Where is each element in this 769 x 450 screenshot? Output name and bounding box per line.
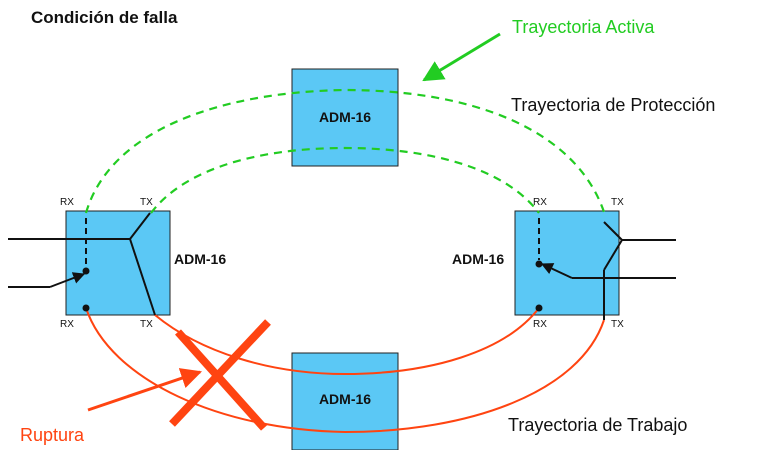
port-right-tx-bottom: TX [611,319,624,330]
break-cross [169,319,271,431]
working-path-label: Trayectoria de Trabajo [508,415,687,435]
port-right-tx-top: TX [611,197,624,208]
active-path-inner [150,146,540,214]
node-right-switch-dot [535,260,543,268]
node-right-box [514,210,620,316]
node-left-rx-dot [82,304,90,312]
node-left-box [65,210,171,316]
protection-path-label: Trayectoria de Protección [511,95,715,115]
port-left-tx-top: TX [140,197,153,208]
node-left-wiring [8,212,156,316]
node-right-label: ADM-16 [452,251,504,267]
break-label: Ruptura [20,425,85,445]
node-right-rx-dot [535,304,543,312]
working-path-outer [85,307,605,434]
node-left-label: ADM-16 [174,251,226,267]
port-right-rx-top: RX [533,197,547,208]
diagram-title: Condición de falla [31,8,178,27]
port-left-rx-top: RX [60,197,74,208]
working-path-inner [154,307,540,376]
break-arrow [87,368,202,412]
node-left-switch-dot [82,267,90,275]
port-right-rx-bottom: RX [533,319,547,330]
port-left-rx-bottom: RX [60,319,74,330]
node-bottom-label: ADM-16 [319,391,371,407]
port-left-tx-bottom: TX [140,319,153,330]
node-bottom-box [291,352,399,450]
active-path-arrow [422,32,501,82]
node-right-wiring [538,218,676,320]
active-path-label: Trayectoria Activa [512,17,655,37]
node-top-label: ADM-16 [319,109,371,125]
